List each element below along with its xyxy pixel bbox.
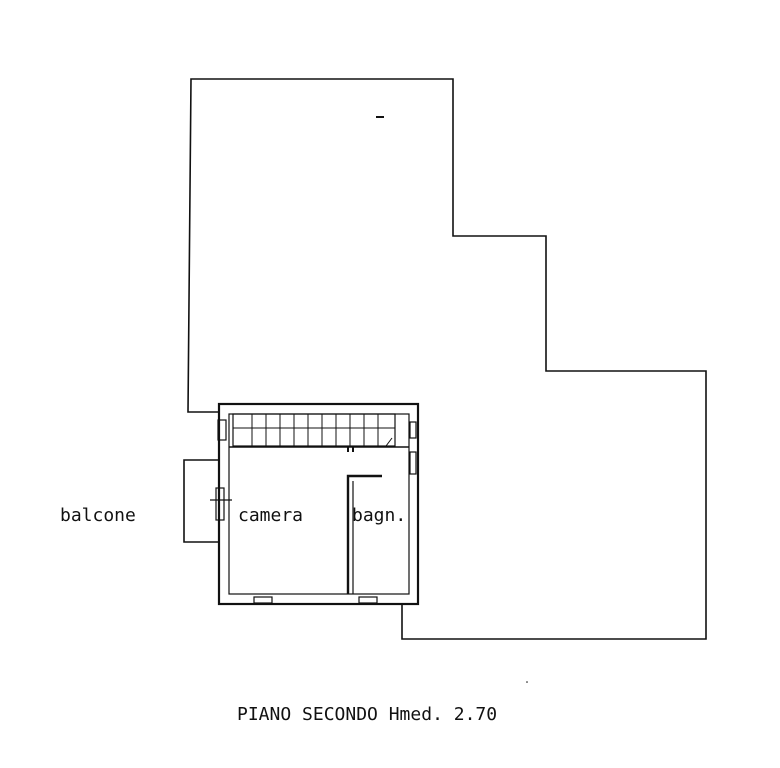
staircase [232,413,396,447]
plan-caption: PIANO SECONDO Hmed. 2.70 [237,704,498,725]
room-inner-wall [228,413,410,595]
window-right [409,421,417,475]
window-bottom-bagno [358,596,378,604]
balcony-outline [183,459,220,543]
bathroom-partition [346,474,382,594]
room-label-balcone: balcone [60,505,136,526]
window-left-top [217,419,227,441]
room-label-camera: camera [238,505,304,526]
window-left [210,487,232,521]
terrace-outline [187,78,707,640]
window-bottom-camera [253,596,273,604]
stair-treads [233,414,395,447]
room-outer-wall [217,402,420,606]
room-label-bagno: bagn. [352,505,407,526]
plan-dot [526,681,528,683]
